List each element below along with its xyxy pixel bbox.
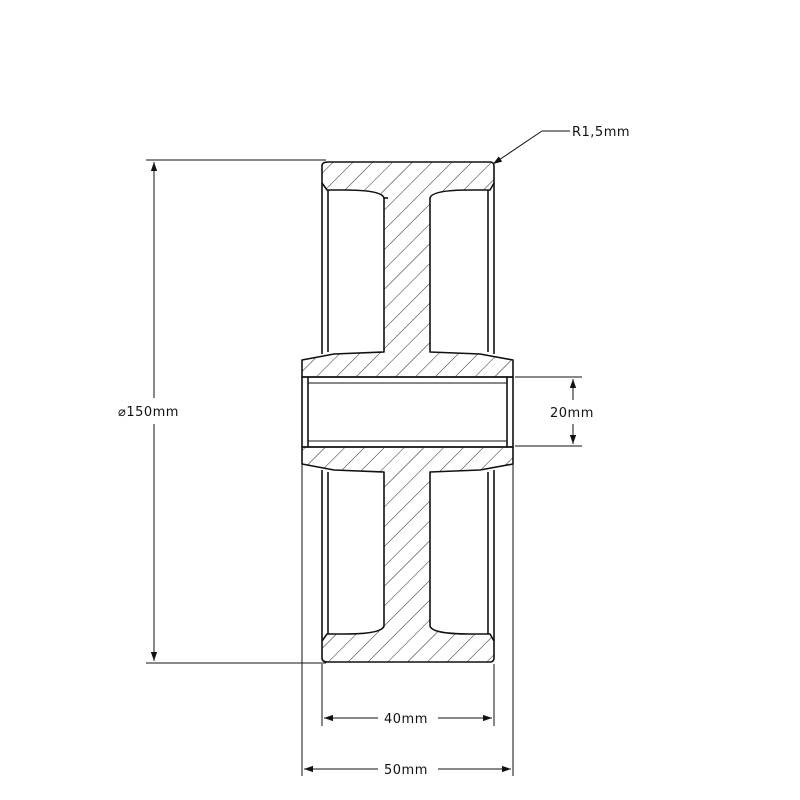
bore [301,376,514,448]
lower-rim-section [301,446,514,663]
lower-rim-faces [321,470,495,641]
diameter-dimension: ⌀150mm [118,159,326,664]
upper-rim-section [301,161,514,378]
diameter-label: ⌀150mm [118,405,179,420]
wheel-section [301,161,514,663]
bore-dimension: 20mm [515,376,594,447]
radius-label: R1,5mm [572,125,630,140]
outer-width-dimension: 50mm [301,462,514,778]
upper-rim-faces [321,183,495,354]
outer-width-label: 50mm [384,763,428,778]
inner-width-label: 40mm [384,712,428,727]
bore-label: 20mm [550,406,594,421]
radius-callout: R1,5mm [492,125,630,165]
inner-width-dimension: 40mm [321,664,495,727]
